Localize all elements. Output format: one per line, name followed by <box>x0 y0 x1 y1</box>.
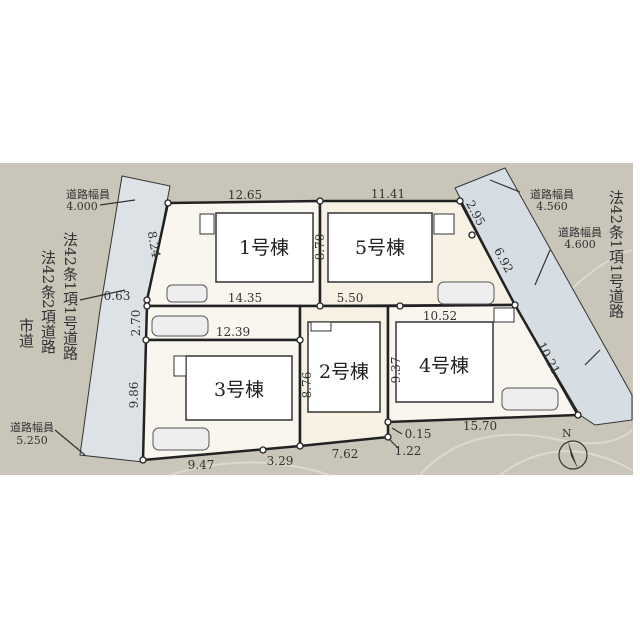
stairs-icon <box>493 307 515 323</box>
building-3 <box>185 355 293 421</box>
dimension: 9.47 <box>188 458 215 472</box>
dimension: 3.29 <box>267 454 294 468</box>
road-width-label: 道路幅員 <box>66 187 110 201</box>
compass-north-label: N <box>562 427 572 440</box>
stairs-icon <box>433 213 455 235</box>
stairs-icons <box>173 213 515 377</box>
dimension: 1.22 <box>395 444 422 458</box>
building-5-label: 5号棟 <box>355 237 405 259</box>
west-road-label-2: 法42条2項道路 <box>39 250 57 354</box>
road-width-ne: 4.560 <box>536 200 568 213</box>
boundary-markers <box>139 197 582 464</box>
dimension: 11.41 <box>371 187 405 201</box>
dimension: 10.52 <box>423 309 457 323</box>
dimension: 12.65 <box>228 188 262 202</box>
road-width-e: 4.600 <box>564 238 596 251</box>
building-2-label: 2号棟 <box>319 361 369 383</box>
dimension: 0.15 <box>405 427 432 441</box>
dimension: 7.62 <box>332 447 359 461</box>
road-width-label: 道路幅員 <box>530 187 574 201</box>
road-width-label: 道路幅員 <box>10 420 54 434</box>
north-compass-icon: N <box>558 427 588 470</box>
car-icon <box>151 315 209 337</box>
building-2 <box>307 321 381 413</box>
car-icon <box>437 281 495 305</box>
building-4-label: 4号棟 <box>419 355 469 377</box>
dimension: 9.37 <box>389 357 403 384</box>
stairs-icon <box>199 213 215 235</box>
building-4 <box>395 321 494 403</box>
dimension: 9.86 <box>127 382 141 409</box>
dimension: 12.39 <box>216 325 250 339</box>
dimension: 8.70 <box>313 234 327 261</box>
stairs-icon <box>310 321 332 332</box>
dimension: 14.35 <box>228 291 262 305</box>
dimension: 2.70 <box>129 310 143 337</box>
building-3-label: 3号棟 <box>214 379 264 401</box>
building-1 <box>215 212 314 283</box>
road-width-label: 道路幅員 <box>558 225 602 239</box>
car-icon <box>166 284 208 303</box>
dimension: 15.70 <box>463 419 497 433</box>
stairs-icon <box>173 355 187 377</box>
car-icon <box>152 427 210 451</box>
building-5 <box>327 212 433 283</box>
dimension: 5.50 <box>337 291 364 305</box>
dimension: 8.76 <box>300 372 314 399</box>
car-icons <box>151 281 559 451</box>
car-icon <box>501 387 559 411</box>
city-road-label: 市道 <box>17 318 35 348</box>
leader-lines <box>54 179 601 456</box>
dimension: 0.63 <box>104 289 131 303</box>
building-1-label: 1号棟 <box>239 237 289 259</box>
west-road-label-1: 法42条1項1号道路 <box>61 232 79 361</box>
dimension: 8.24 <box>145 230 163 259</box>
road-width-nw: 4.000 <box>66 200 98 213</box>
road-width-sw: 5.250 <box>16 434 48 447</box>
east-road-label: 法42条1項1号道路 <box>607 190 625 319</box>
